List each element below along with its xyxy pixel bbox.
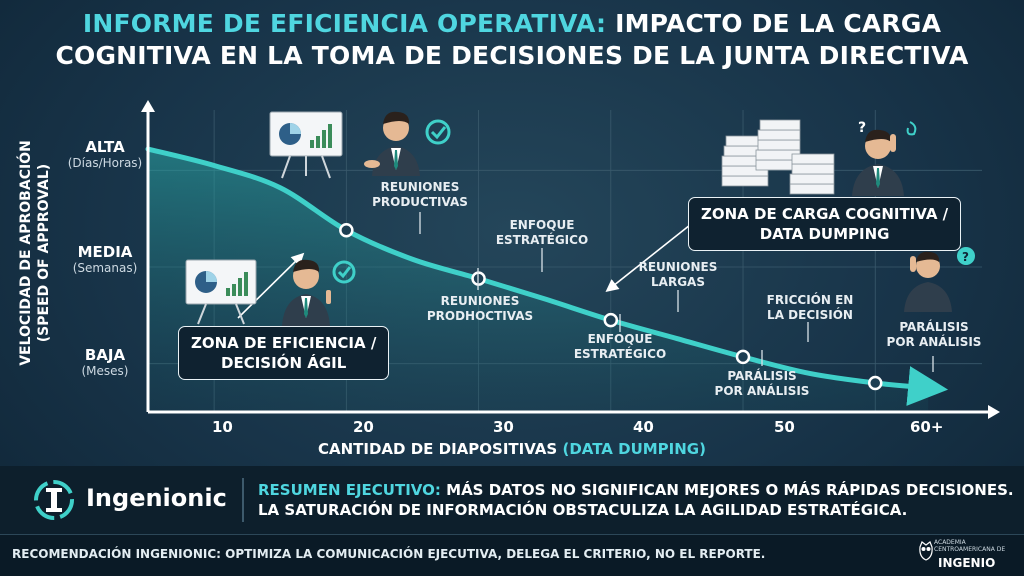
academy-line3: INGENIO <box>938 556 996 570</box>
presentation-board-icon <box>269 111 343 179</box>
brand-logo: Ingenionic <box>28 476 238 524</box>
svg-text:?: ? <box>858 120 866 136</box>
cognitive-zone-pointer-icon <box>605 224 691 292</box>
data-point-marker <box>603 312 619 328</box>
data-point-marker <box>735 349 751 365</box>
academy-line1: ACADEMIA <box>934 539 966 546</box>
academy-line2: CENTROAMERICANA DE <box>934 546 1006 553</box>
recommendation-bar: RECOMENDACIÓN INGENIONIC: OPTIMIZA LA CO… <box>0 534 1024 576</box>
title-rest: IMPACTO DE LA CARGA <box>615 9 942 38</box>
ingenionic-logo-icon <box>34 480 74 520</box>
svg-text:?: ? <box>962 250 969 264</box>
y-level-low: BAJA (Meses) <box>81 346 129 378</box>
check-icon <box>425 119 451 145</box>
summary-divider <box>242 478 244 522</box>
executive-summary: RESUMEN EJECUTIVO: MÁS DATOS NO SIGNIFIC… <box>258 480 1014 520</box>
presentation-board-icon-2 <box>185 259 257 325</box>
x-axis-label: CANTIDAD DE DIAPOSITIVAS (DATA DUMPING) <box>318 440 706 458</box>
summary-text-2: LA SATURACIÓN DE INFORMACIÓN OBSTACULIZA… <box>258 501 908 519</box>
confident-businessman-icon <box>364 111 420 176</box>
summary-label: RESUMEN EJECUTIVO: <box>258 481 441 499</box>
x-tick-30: 30 <box>493 418 514 436</box>
summary-text-1: MÁS DATOS NO SIGNIFICAN MEJORES O MÁS RÁ… <box>446 481 1014 499</box>
check-icon-2 <box>332 260 356 284</box>
x-tick-10: 10 <box>212 418 233 436</box>
worried-businessman-icon: ? <box>904 247 975 312</box>
efficiency-zone-pointer-icon <box>237 252 305 319</box>
x-axis-arrow-icon <box>988 405 1000 419</box>
y-level-high: ALTA (Días/Horas) <box>67 138 143 170</box>
data-point-marker <box>339 223 354 238</box>
stressed-businessman-icon: ? <box>852 120 917 196</box>
title-line2: COGNITIVA EN LA TOMA DE DECISIONES DE LA… <box>55 41 969 70</box>
owl-icon <box>919 541 933 561</box>
x-tick-20: 20 <box>353 418 374 436</box>
y-level-medium: MEDIA (Semanas) <box>72 243 138 275</box>
cognitive-load-zone-box: ZONA DE CARGA COGNITIVA /DATA DUMPING <box>688 197 962 251</box>
y-axis-arrow-icon <box>141 100 155 112</box>
series-line <box>145 146 949 406</box>
data-point-marker <box>867 375 883 391</box>
recommendation-text: RECOMENDACIÓN INGENIONIC: OPTIMIZA LA CO… <box>12 547 766 561</box>
annotation-leaders <box>419 212 934 372</box>
x-tick-60plus: 60+ <box>910 418 944 436</box>
brand-name: Ingenionic <box>86 484 227 512</box>
x-tick-40: 40 <box>633 418 654 436</box>
x-tick-50: 50 <box>774 418 795 436</box>
title-accent: INFORME DE EFICIENCIA OPERATIVA: <box>82 9 607 38</box>
paper-stack-icon <box>721 119 835 195</box>
pointing-businessman-icon <box>282 259 331 326</box>
efficiency-zone-box: ZONA DE EFICIENCIA /DECISIÓN ÁGIL <box>178 326 390 380</box>
page-title: INFORME DE EFICIENCIA OPERATIVA: IMPACTO… <box>0 8 1024 72</box>
